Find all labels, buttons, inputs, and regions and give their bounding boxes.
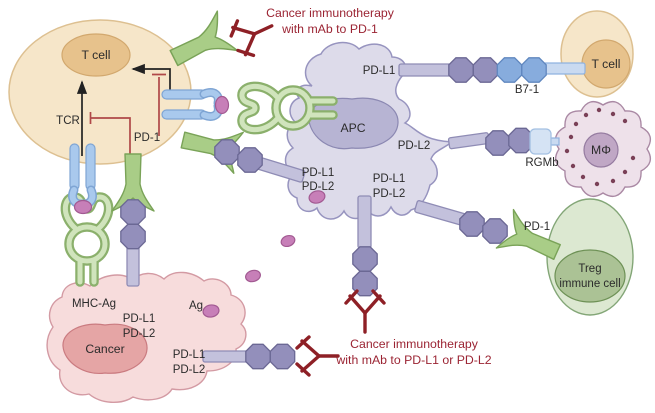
antigen-peptide-icon xyxy=(73,199,93,215)
pdl-bottom-stem xyxy=(357,195,372,249)
tcr-complex-icon xyxy=(69,143,80,191)
pdl-domain-icon xyxy=(352,246,378,272)
b71-stem xyxy=(542,62,586,75)
ag-label: Ag xyxy=(189,300,203,312)
t-cell-main-label: T cell xyxy=(82,48,111,62)
apc-mid-pdl1-label: PD-L1 xyxy=(373,173,406,185)
cancer-label: Cancer xyxy=(85,342,124,356)
pdl1-domain-icon xyxy=(472,57,499,83)
antigen-icon xyxy=(280,234,296,248)
rgmb-label: RGMb xyxy=(525,157,558,169)
treg-nucleus xyxy=(554,249,626,303)
pdl-domain-icon xyxy=(459,211,485,237)
b71-domain-icon xyxy=(521,57,547,83)
t-cell-main-nucleus xyxy=(61,33,131,77)
anti-pdl-title-line2: with mAb to PD-L1 or PD-L2 xyxy=(335,353,491,367)
pd1-label: PD-1 xyxy=(134,132,160,144)
macrophage-nucleus xyxy=(583,132,619,168)
antigen-icon xyxy=(245,269,261,283)
pdl-domain-icon xyxy=(120,223,146,250)
rgmb-receptor-icon xyxy=(529,128,552,155)
macrophage-label: MΦ xyxy=(591,143,611,157)
pdl2-label: PD-L2 xyxy=(398,140,431,152)
anti-pdl-title-line1: Cancer immunotherapy xyxy=(350,337,479,351)
cancer-mid-pdl1-label: PD-L1 xyxy=(123,313,156,325)
pdl-domain-icon xyxy=(482,218,508,244)
anti-pdl1-pdl2-antibody-icon xyxy=(295,335,340,377)
pdl-domain-icon xyxy=(269,343,296,370)
pdl-domain-icon xyxy=(120,199,146,225)
apc-left-pdl2-label: PD-L2 xyxy=(302,181,335,193)
anti-pd1-title-line2: with mAb to PD-1 xyxy=(281,22,378,36)
pd1-inhibition-line-left xyxy=(89,112,131,158)
pdl-domain-icon xyxy=(245,343,271,370)
cancer-nucleus xyxy=(62,323,148,374)
pdl-domain-icon xyxy=(237,147,263,173)
cancer-right-pdl2-label: PD-L2 xyxy=(173,364,206,376)
pd1-treg-label: PD-1 xyxy=(524,221,550,233)
mhc-ag-label: MHC-Ag xyxy=(72,298,116,310)
treg-label-line1: Treg xyxy=(578,263,601,275)
pdl2-domain-icon xyxy=(485,130,511,156)
pdl-cancer-right-stem xyxy=(202,350,252,363)
b71-label: B7-1 xyxy=(515,84,539,96)
macrophage-granules xyxy=(564,107,636,187)
tcr-complex-icon xyxy=(161,89,207,100)
anti-pd1-title-line1: Cancer immunotherapy xyxy=(266,6,395,20)
pdl-domain-icon xyxy=(214,139,240,165)
tcr-label: TCR xyxy=(56,115,80,127)
antigen-peptide-icon xyxy=(214,95,230,115)
apc-mid-pdl2-label: PD-L2 xyxy=(373,188,406,200)
pdl2-stem xyxy=(447,132,490,150)
anti-pdl1-pdl2-antibody-icon xyxy=(344,289,386,334)
tcr-complex-icon xyxy=(85,143,96,191)
cancer-mid-pdl2-label: PD-L2 xyxy=(123,328,156,340)
pdl1-label: PD-L1 xyxy=(363,65,396,77)
pd1-inhibition-line-right xyxy=(152,73,166,136)
cancer-right-pdl1-label: PD-L1 xyxy=(173,349,206,361)
tcr-complex-activation-arrow xyxy=(131,63,171,96)
tcr-complex-icon xyxy=(161,109,207,120)
pdl1-domain-icon xyxy=(448,57,474,83)
antigen-icon xyxy=(308,190,326,204)
pdl-treg-stem xyxy=(414,200,466,226)
treg-label-line2: immune cell xyxy=(559,278,620,290)
pdl-cancer-stem xyxy=(126,243,140,287)
apc-label: APC xyxy=(340,121,365,135)
apc-left-pdl1-label: PD-L1 xyxy=(302,167,335,179)
pdl1-stem xyxy=(398,63,452,77)
antigen-icon xyxy=(202,304,220,318)
t-cell-small-label: T cell xyxy=(592,57,621,71)
b71-domain-icon xyxy=(496,57,523,83)
